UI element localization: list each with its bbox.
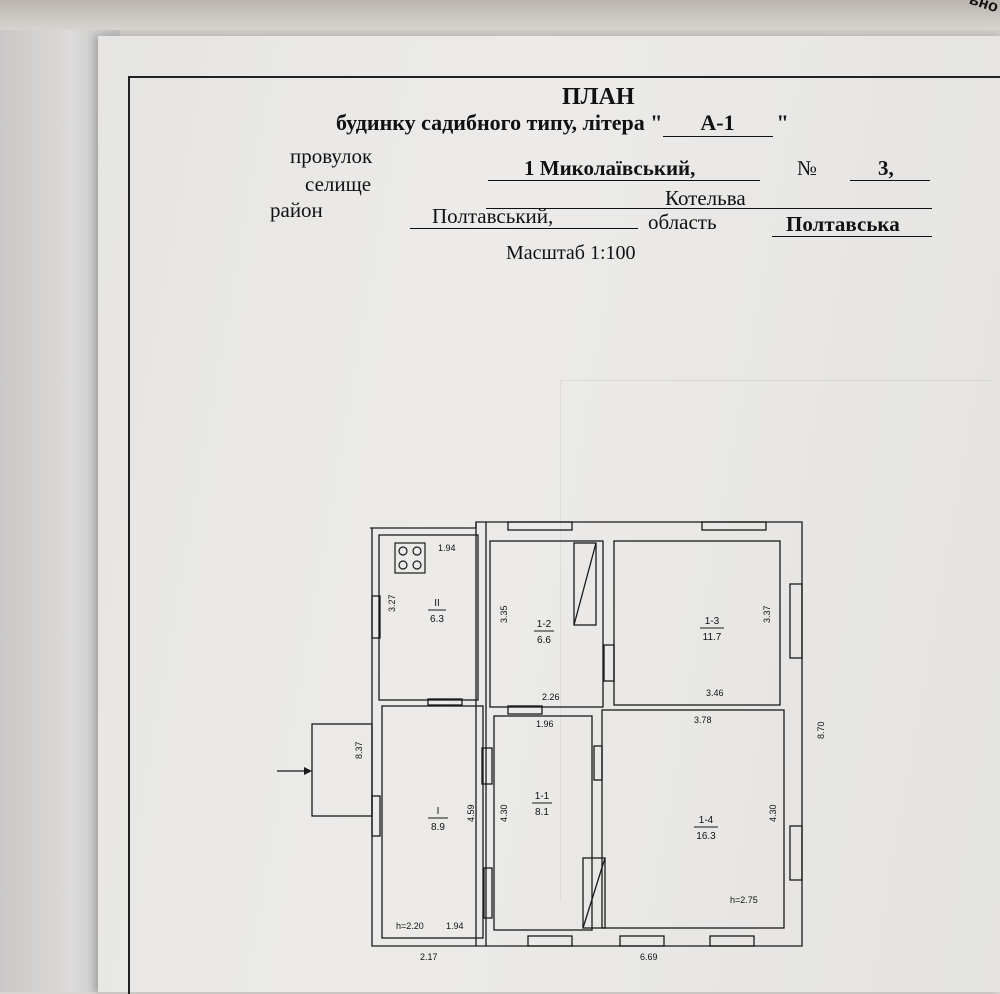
dimension: 8.37 xyxy=(354,741,364,759)
top-edge-strip xyxy=(0,0,1000,30)
window xyxy=(619,935,665,947)
room-number: 1-3 xyxy=(705,616,720,627)
window xyxy=(371,595,381,639)
doorway xyxy=(507,705,543,715)
stove-icon xyxy=(394,542,426,574)
lane-label: провулок xyxy=(290,144,373,168)
dimension: 1.94 xyxy=(438,543,456,553)
room-1-1-outline xyxy=(493,715,593,931)
plan-title: ПЛАН xyxy=(562,84,635,110)
room-1-4-outline xyxy=(601,709,785,929)
room-number: 1-4 xyxy=(699,815,714,826)
doorway xyxy=(593,745,603,781)
room-area: 11.7 xyxy=(703,632,722,643)
room-area: 6.6 xyxy=(537,635,551,646)
dimension: 3.37 xyxy=(762,605,772,623)
window xyxy=(789,825,803,881)
settlement-value: Котельва xyxy=(665,186,746,210)
dimension: 2.17 xyxy=(420,952,438,962)
room-area: 8.9 xyxy=(431,822,445,833)
dimension: 4.30 xyxy=(499,804,509,822)
bleed-through-table xyxy=(560,380,991,901)
window xyxy=(527,935,573,947)
dimension: 1.94 xyxy=(446,921,464,931)
subtitle: будинку садибного типу, літера " А-1 " xyxy=(336,110,789,137)
room-i-outline xyxy=(381,705,484,939)
number-label: № xyxy=(797,156,818,180)
scale-text: Масштаб 1:100 xyxy=(506,242,636,264)
district-label: район xyxy=(270,198,323,222)
stair-lower xyxy=(582,857,606,929)
doorway xyxy=(427,698,463,706)
dimension: 6.69 xyxy=(640,952,658,962)
subtitle-prefix: будинку садибного типу, літера " xyxy=(336,110,663,135)
dimension: 4.30 xyxy=(768,804,778,822)
subtitle-suffix: " xyxy=(776,110,789,135)
room-1-3-outline xyxy=(613,540,781,706)
settlement-underline xyxy=(486,208,932,209)
room-number: I xyxy=(437,806,440,817)
room-area: 8.1 xyxy=(535,807,549,818)
window xyxy=(483,867,493,919)
lane-underline xyxy=(488,180,760,181)
stair-lower-line xyxy=(582,857,606,929)
doorway xyxy=(603,644,615,682)
outer-wall xyxy=(370,521,803,947)
dimension: 3.78 xyxy=(694,715,712,725)
height-label: h=2.20 xyxy=(396,921,424,931)
room-number: 1-2 xyxy=(537,619,552,630)
district-underline xyxy=(410,228,638,229)
dimension: 1.96 xyxy=(536,719,554,729)
window xyxy=(371,795,381,837)
window xyxy=(507,521,573,531)
room-1-2-outline xyxy=(489,540,604,708)
dimension: 3.27 xyxy=(387,594,397,612)
window xyxy=(709,935,755,947)
district-value: Полтавський, xyxy=(432,204,554,228)
stair xyxy=(573,542,597,626)
region-value: Полтавська xyxy=(786,212,900,236)
room-ii-outline xyxy=(378,534,479,701)
region-label: область xyxy=(648,210,717,234)
room-number: 1-1 xyxy=(535,791,550,802)
entrance-arrow-icon xyxy=(277,767,312,775)
dimension: 3.46 xyxy=(706,688,724,698)
window xyxy=(789,583,803,659)
window xyxy=(701,521,767,531)
height-label: h=2.75 xyxy=(730,895,758,905)
settlement-label: селище xyxy=(305,172,372,196)
porch-outline xyxy=(311,723,373,817)
stair-line xyxy=(573,542,597,626)
dimension: 2.26 xyxy=(542,692,560,702)
room-number: II xyxy=(434,598,440,609)
lane-value: 1 Миколаївський, xyxy=(524,156,696,180)
dimension: 3.35 xyxy=(499,605,509,623)
dimension: 4.59 xyxy=(466,804,476,822)
number-underline xyxy=(850,180,930,181)
room-area: 16.3 xyxy=(696,831,716,842)
doorway xyxy=(481,747,493,785)
litera-value: А-1 xyxy=(662,110,773,137)
document-sheet xyxy=(98,36,1000,992)
document-frame xyxy=(128,76,1000,994)
room-area: 6.3 xyxy=(430,614,444,625)
dimension: 8.70 xyxy=(816,721,826,739)
number-value: 3, xyxy=(878,156,894,180)
region-underline xyxy=(772,236,932,237)
